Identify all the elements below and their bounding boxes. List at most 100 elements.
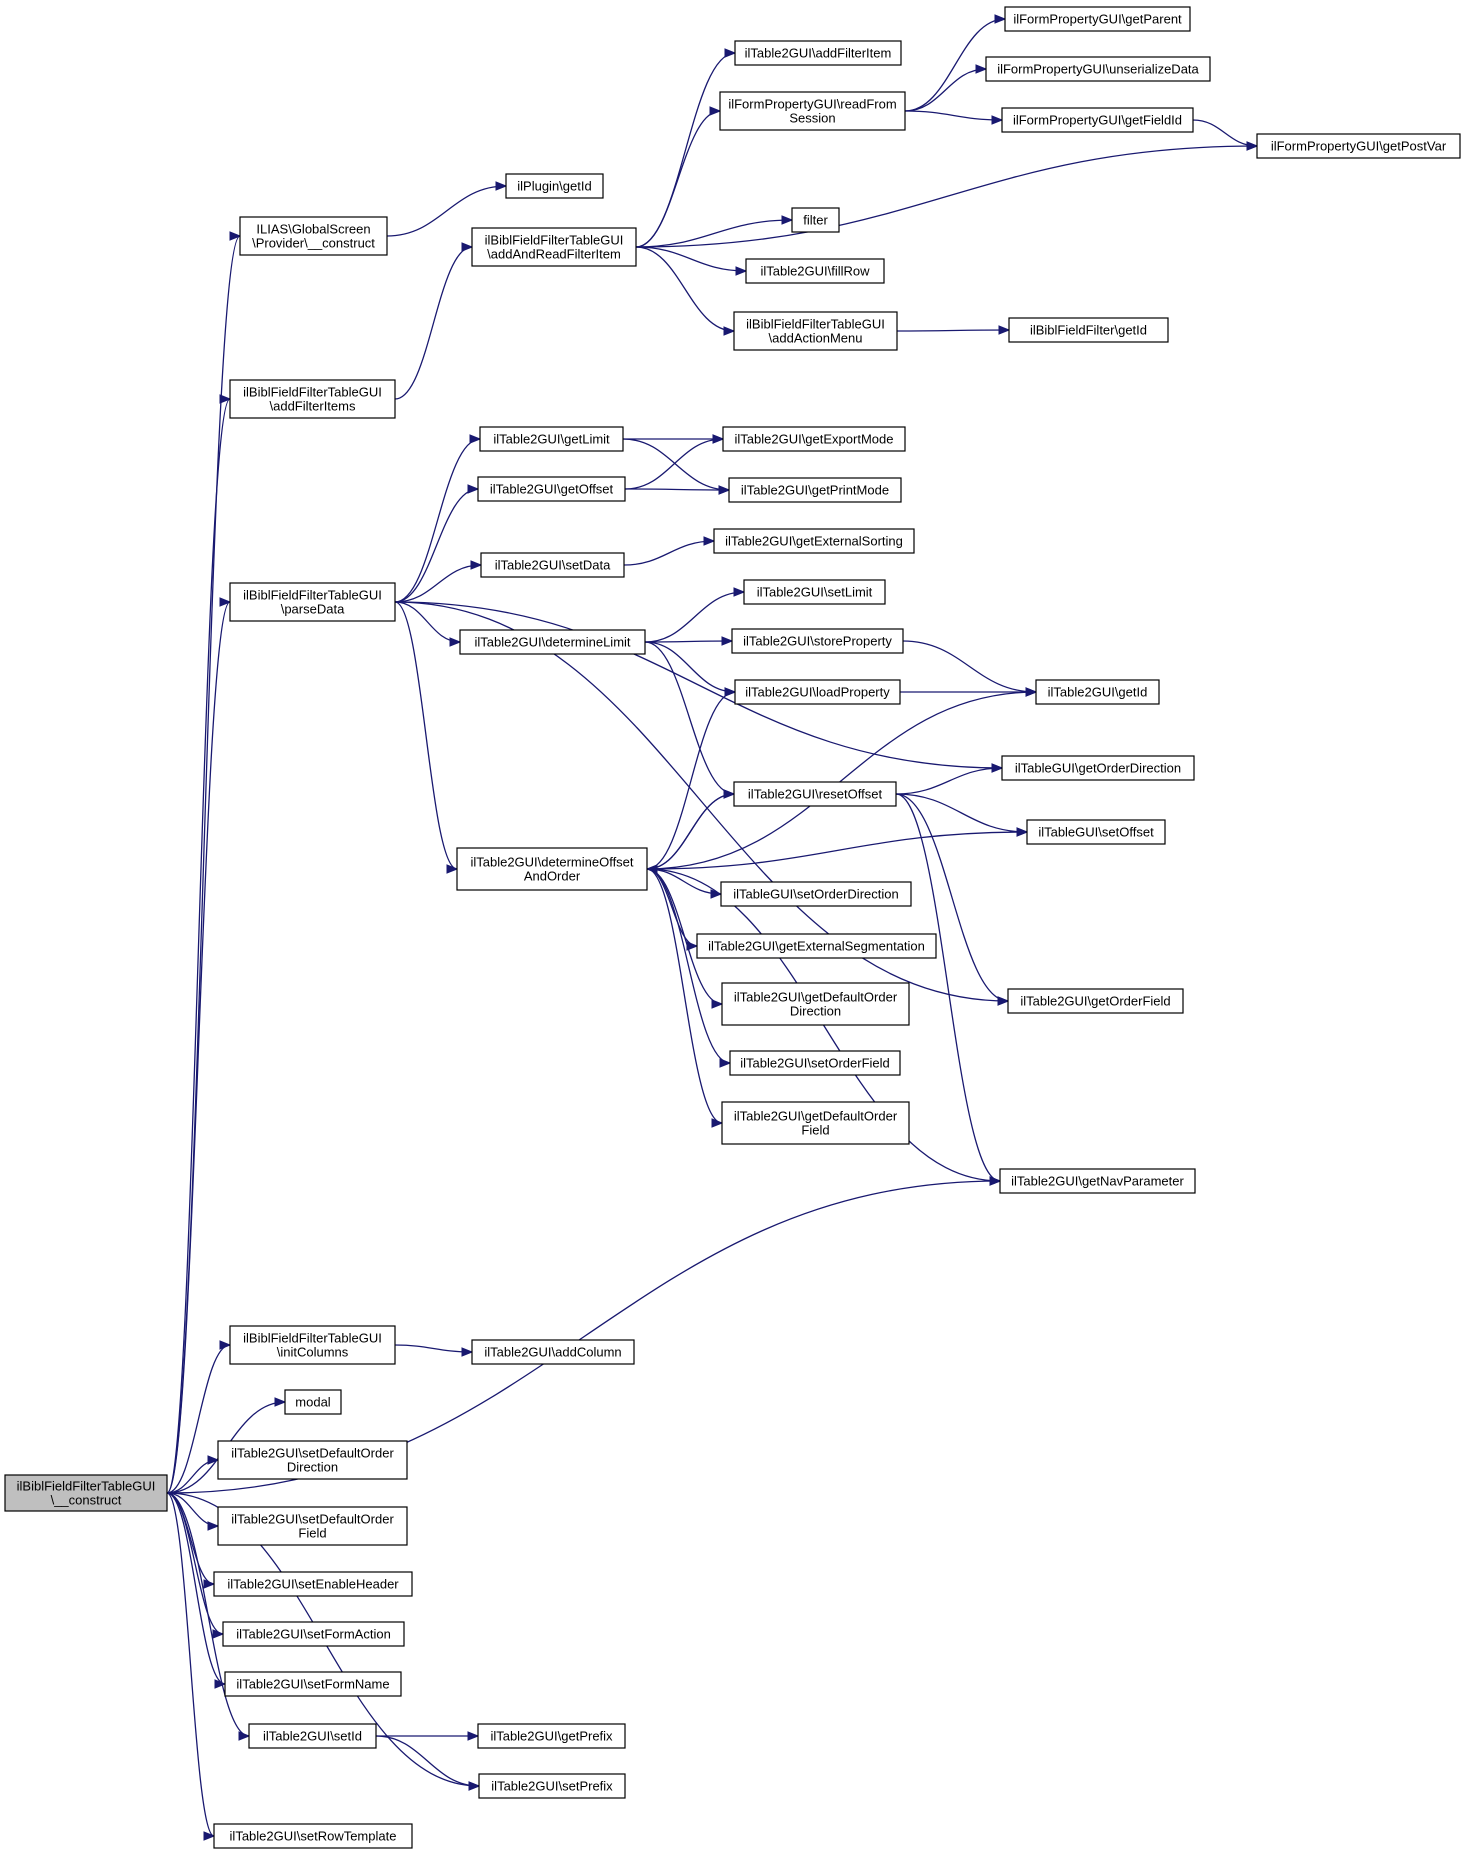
node-add-and-read[interactable]: ilBiblFieldFilterTableGUI\addAndReadFilt… bbox=[471, 227, 637, 267]
node-t2-set-form-name[interactable]: ilTable2GUI\setFormName bbox=[224, 1671, 402, 1697]
node-label: ilTable2GUI\setRowTemplate bbox=[230, 1829, 397, 1844]
node-t2-set-data[interactable]: ilTable2GUI\setData bbox=[480, 552, 625, 578]
node-box bbox=[1026, 819, 1166, 845]
node-t2-set-prefix[interactable]: ilTable2GUI\setPrefix bbox=[478, 1773, 626, 1799]
node-label: \addActionMenu bbox=[769, 331, 863, 346]
node-t2-get-id[interactable]: ilTable2GUI\getId bbox=[1035, 679, 1160, 705]
node-box bbox=[459, 629, 646, 655]
node-t2-add-column[interactable]: ilTable2GUI\addColumn bbox=[471, 1339, 635, 1365]
node-box bbox=[733, 311, 898, 351]
edge-line bbox=[166, 1492, 250, 1737]
node-t2-reset-offset[interactable]: ilTable2GUI\resetOffset bbox=[733, 781, 897, 807]
node-box bbox=[239, 216, 388, 256]
node-t2-get-ext-segmentation[interactable]: ilTable2GUI\getExternalSegmentation bbox=[696, 933, 937, 959]
node-bf-get-id[interactable]: ilBiblFieldFilter\getId bbox=[1008, 317, 1169, 343]
node-label: ilTable2GUI\setId bbox=[263, 1729, 362, 1744]
nodes: ilBiblFieldFilterTableGUI\__construct ILI… bbox=[4, 6, 1461, 1849]
node-t2-determine-limit[interactable]: ilTable2GUI\determineLimit bbox=[459, 629, 646, 655]
node-t2-set-id[interactable]: ilTable2GUI\setId bbox=[248, 1723, 377, 1749]
arrowhead bbox=[703, 536, 716, 546]
node-fp-get-field-id[interactable]: ilFormPropertyGUI\getFieldId bbox=[1001, 107, 1194, 133]
node-t2-get-offset[interactable]: ilTable2GUI\getOffset bbox=[477, 476, 626, 502]
node-box bbox=[720, 881, 912, 907]
node-box bbox=[229, 582, 396, 622]
node-label: ilTable2GUI\getDefaultOrder bbox=[734, 990, 898, 1005]
node-box bbox=[734, 679, 901, 705]
node-box bbox=[722, 426, 906, 452]
node-fp-unserialize[interactable]: ilFormPropertyGUI\unserializeData bbox=[985, 56, 1211, 82]
node-box bbox=[745, 258, 885, 284]
node-modal[interactable]: modal bbox=[284, 1389, 342, 1415]
node-t-set-offset[interactable]: ilTableGUI\setOffset bbox=[1026, 819, 1166, 845]
node-label: Field bbox=[801, 1123, 829, 1138]
edge-line bbox=[895, 793, 1028, 833]
node-t2-get-prefix[interactable]: ilTable2GUI\getPrefix bbox=[477, 1723, 626, 1749]
edge-t2_determine_offset-to-t2_set_order_field bbox=[646, 868, 732, 1068]
node-box bbox=[248, 1723, 377, 1749]
node-t2-set-limit[interactable]: ilTable2GUI\setLimit bbox=[743, 579, 886, 605]
edge-t2_determine_offset-to-t2_get_id bbox=[646, 687, 1038, 870]
node-label: ilTableGUI\setOrderDirection bbox=[733, 887, 898, 902]
node-t2-add-filter-item[interactable]: ilTable2GUI\addFilterItem bbox=[734, 40, 902, 66]
node-label: ilTable2GUI\setFormAction bbox=[236, 1627, 391, 1642]
node-box bbox=[229, 1325, 396, 1365]
node-t2-set-order-field[interactable]: ilTable2GUI\setOrderField bbox=[729, 1050, 901, 1076]
node-label: \__construct bbox=[51, 1493, 122, 1508]
arrowhead bbox=[207, 1455, 220, 1465]
node-parse-data[interactable]: ilBiblFieldFilterTableGUI\parseData bbox=[229, 582, 396, 622]
arrowhead bbox=[709, 106, 722, 116]
node-add-action-menu[interactable]: ilBiblFieldFilterTableGUI\addActionMenu bbox=[733, 311, 898, 351]
edge-parse_data-to-t2_get_limit bbox=[394, 434, 482, 603]
edge-t2_set_id-to-t2_set_prefix bbox=[375, 1735, 481, 1791]
node-t-get-order-direction[interactable]: ilTableGUI\getOrderDirection bbox=[1001, 755, 1195, 781]
edge-add_and_read-to-t2_add_filter_item bbox=[635, 48, 737, 248]
node-fp-get-parent[interactable]: ilFormPropertyGUI\getParent bbox=[1004, 6, 1191, 32]
node-t2-load-property[interactable]: ilTable2GUI\loadProperty bbox=[734, 679, 901, 705]
node-label: ilTable2GUI\getExternalSegmentation bbox=[708, 939, 925, 954]
arrowhead bbox=[229, 231, 242, 241]
node-t2-get-order-field[interactable]: ilTable2GUI\getOrderField bbox=[1007, 988, 1184, 1014]
node-label: ilFormPropertyGUI\getFieldId bbox=[1013, 113, 1182, 128]
node-label: ilTable2GUI\setPrefix bbox=[491, 1779, 613, 1794]
node-label: ilTable2GUI\setDefaultOrder bbox=[231, 1446, 394, 1461]
arrowhead bbox=[219, 1340, 232, 1350]
edge-root-to-gs_construct bbox=[166, 231, 242, 1494]
node-t2-get-limit[interactable]: ilTable2GUI\getLimit bbox=[479, 426, 624, 452]
edge-line bbox=[646, 868, 723, 1124]
edge-line bbox=[644, 640, 733, 643]
arrowhead bbox=[723, 789, 736, 799]
node-root[interactable]: ilBiblFieldFilterTableGUI\__construct bbox=[4, 1474, 168, 1512]
node-t2-get-export-mode[interactable]: ilTable2GUI\getExportMode bbox=[722, 426, 906, 452]
node-box bbox=[477, 476, 626, 502]
edge-t2_determine_offset-to-t_set_offset bbox=[646, 827, 1029, 870]
node-label: ilTable2GUI\loadProperty bbox=[745, 685, 890, 700]
node-t2-fill-row[interactable]: ilTable2GUI\fillRow bbox=[745, 258, 885, 284]
node-box bbox=[999, 1168, 1196, 1194]
node-t2-store-property[interactable]: ilTable2GUI\storeProperty bbox=[731, 628, 904, 654]
edge-line bbox=[394, 1344, 473, 1353]
node-label: modal bbox=[295, 1395, 331, 1410]
node-add-filter-items[interactable]: ilBiblFieldFilterTableGUI\addFilterItems bbox=[229, 379, 396, 419]
node-t2-get-print-mode[interactable]: ilTable2GUI\getPrintMode bbox=[728, 477, 902, 503]
node-label: ilTable2GUI\getDefaultOrder bbox=[734, 1109, 898, 1124]
node-t2-set-form-action[interactable]: ilTable2GUI\setFormAction bbox=[222, 1621, 405, 1647]
edge-gs_construct-to-plugin_getid bbox=[386, 181, 508, 237]
edge-line bbox=[394, 601, 1009, 1002]
node-t2-get-nav-parameter[interactable]: ilTable2GUI\getNavParameter bbox=[999, 1168, 1196, 1194]
node-init-columns[interactable]: ilBiblFieldFilterTableGUI\initColumns bbox=[229, 1325, 396, 1365]
edge-read_from_session-to-fp_get_parent bbox=[904, 14, 1007, 112]
node-t2-get-ext-sorting[interactable]: ilTable2GUI\getExternalSorting bbox=[713, 528, 915, 554]
node-filter[interactable]: filter bbox=[791, 207, 840, 233]
node-gs-construct[interactable]: ILIAS\GlobalScreen\Provider\__construct bbox=[239, 216, 388, 256]
node-t-set-order-direction[interactable]: ilTableGUI\setOrderDirection bbox=[720, 881, 912, 907]
node-fp-get-post-var[interactable]: ilFormPropertyGUI\getPostVar bbox=[1256, 133, 1461, 159]
node-t2-set-enable-header[interactable]: ilTable2GUI\setEnableHeader bbox=[213, 1571, 413, 1597]
node-plugin-getid[interactable]: ilPlugin\getId bbox=[505, 173, 604, 199]
node-t2-set-row-template[interactable]: ilTable2GUI\setRowTemplate bbox=[213, 1823, 413, 1849]
